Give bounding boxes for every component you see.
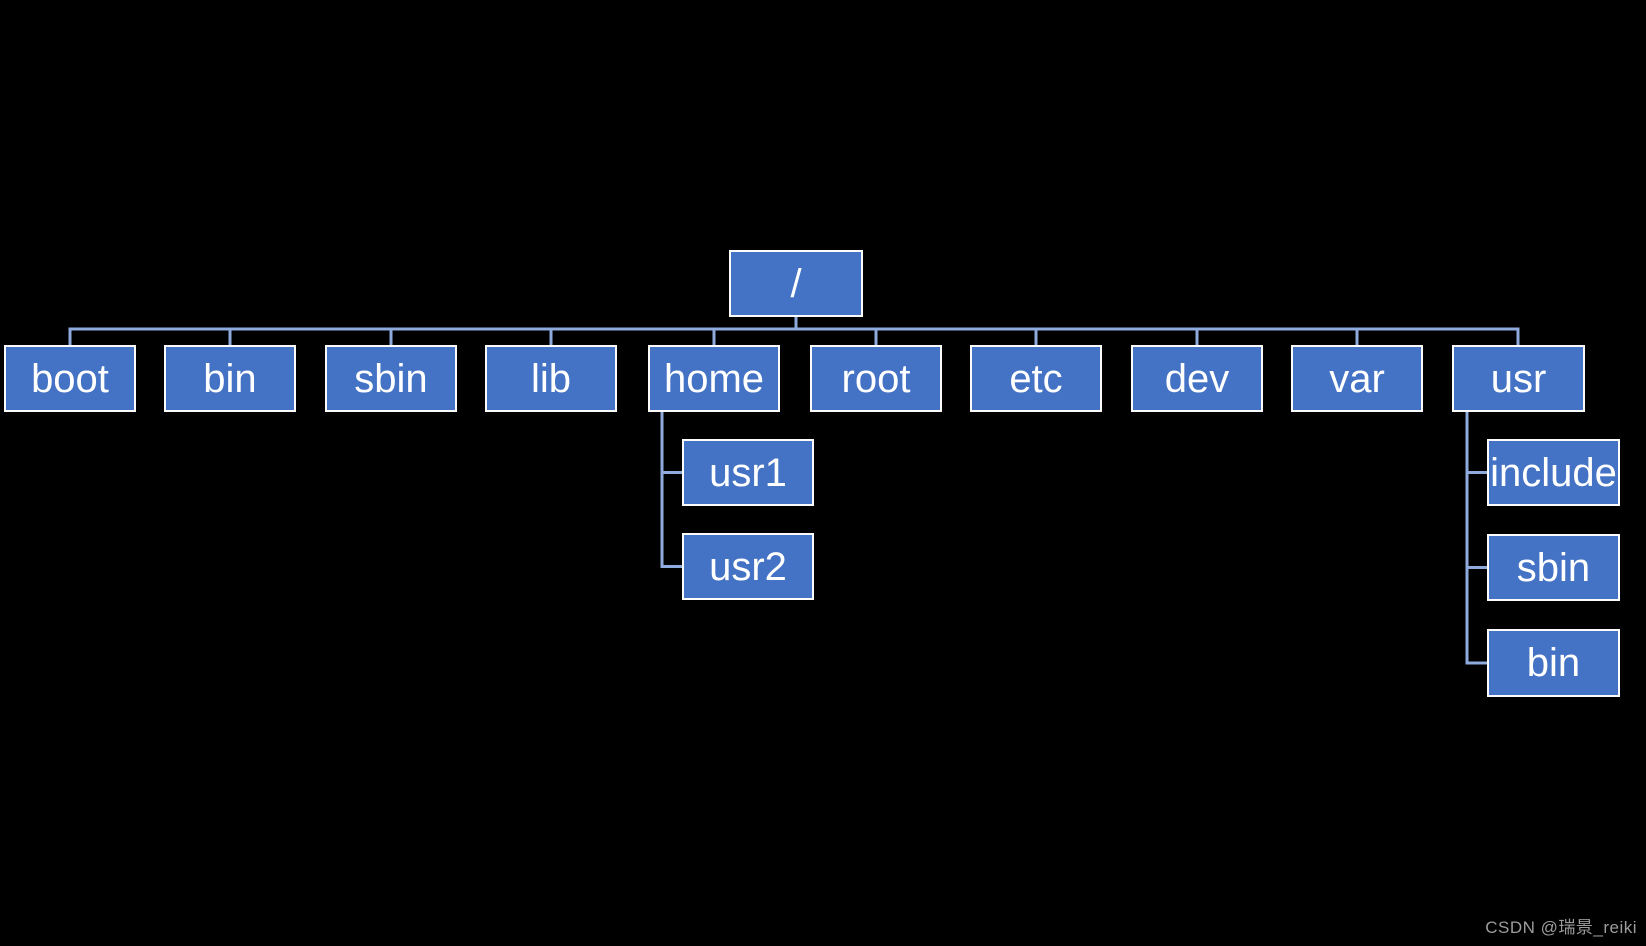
node-home-usr2: usr2 xyxy=(682,533,814,600)
node-dev: dev xyxy=(1131,345,1263,412)
node-bin: bin xyxy=(164,345,296,412)
connector-usr-branch xyxy=(1465,412,1487,665)
node-lib: lib xyxy=(485,345,617,412)
node-usr-bin: bin xyxy=(1487,629,1620,697)
connector-home-branch xyxy=(660,412,682,568)
node-var: var xyxy=(1291,345,1423,412)
node-home-usr1: usr1 xyxy=(682,439,814,506)
node-root-dir: root xyxy=(810,345,942,412)
node-usr: usr xyxy=(1452,345,1585,412)
node-sbin: sbin xyxy=(325,345,457,412)
connector-level1-drops xyxy=(68,327,1520,345)
node-usr-sbin: sbin xyxy=(1487,534,1620,601)
node-usr-include: include xyxy=(1487,439,1620,506)
node-root: / xyxy=(729,250,863,317)
csdn-watermark: CSDN @瑞景_reiki xyxy=(1485,918,1637,937)
node-boot: boot xyxy=(4,345,136,412)
node-etc: etc xyxy=(970,345,1102,412)
node-home: home xyxy=(648,345,780,412)
